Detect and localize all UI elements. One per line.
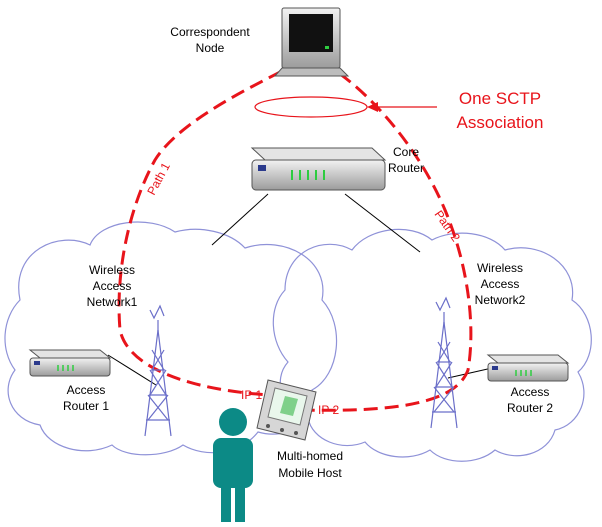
network1-label-line3: Network1 [87, 295, 138, 309]
pda-device-icon [256, 379, 317, 441]
association-label: One SCTP [459, 89, 541, 108]
user-person-icon [213, 408, 253, 522]
correspondent-node-label: Correspondent [170, 25, 250, 39]
association-label-line2: Association [457, 113, 544, 132]
ip1-label: IP 1 [241, 388, 262, 402]
core-router-label-line2: Router [388, 161, 424, 175]
core-router-label: Core [393, 145, 419, 159]
access-router2-label: Access [511, 385, 550, 399]
core-link-network2 [344, 193, 421, 253]
antenna-tower2-icon [430, 296, 458, 429]
core-link-network1 [211, 193, 269, 246]
access-router1-tower-link [107, 354, 157, 386]
access-router2-tower-link [447, 367, 493, 379]
mobile-host-label: Multi-homed [277, 449, 343, 463]
network1-label: Wireless [89, 263, 135, 277]
sctp-association-ellipse [254, 96, 368, 118]
core-router-icon [250, 147, 387, 191]
network1-label-line2: Access [93, 279, 132, 293]
path-1-line [117, 60, 301, 397]
network2-label-line2: Access [481, 277, 520, 291]
mobile-host-label-line2: Mobile Host [278, 466, 342, 480]
ip2-label: IP 2 [318, 403, 339, 417]
antenna-tower1-icon [144, 304, 172, 437]
path-2-label: Path 2 [432, 208, 464, 245]
path-1-label: Path 1 [144, 160, 173, 197]
access-router2-label-line2: Router 2 [507, 401, 553, 415]
association-arrowhead [367, 102, 378, 112]
access-router1-icon [28, 349, 112, 377]
access-router1-label-line2: Router 1 [63, 399, 109, 413]
access-router2-icon [486, 354, 570, 382]
wireless-network2-cloud [272, 228, 592, 462]
path-2-line [299, 60, 473, 412]
network2-label: Wireless [477, 261, 523, 275]
correspondent-computer-icon [273, 7, 350, 77]
access-router1-label: Access [67, 383, 106, 397]
network2-label-line3: Network2 [475, 293, 526, 307]
correspondent-node-label-line2: Node [196, 41, 225, 55]
